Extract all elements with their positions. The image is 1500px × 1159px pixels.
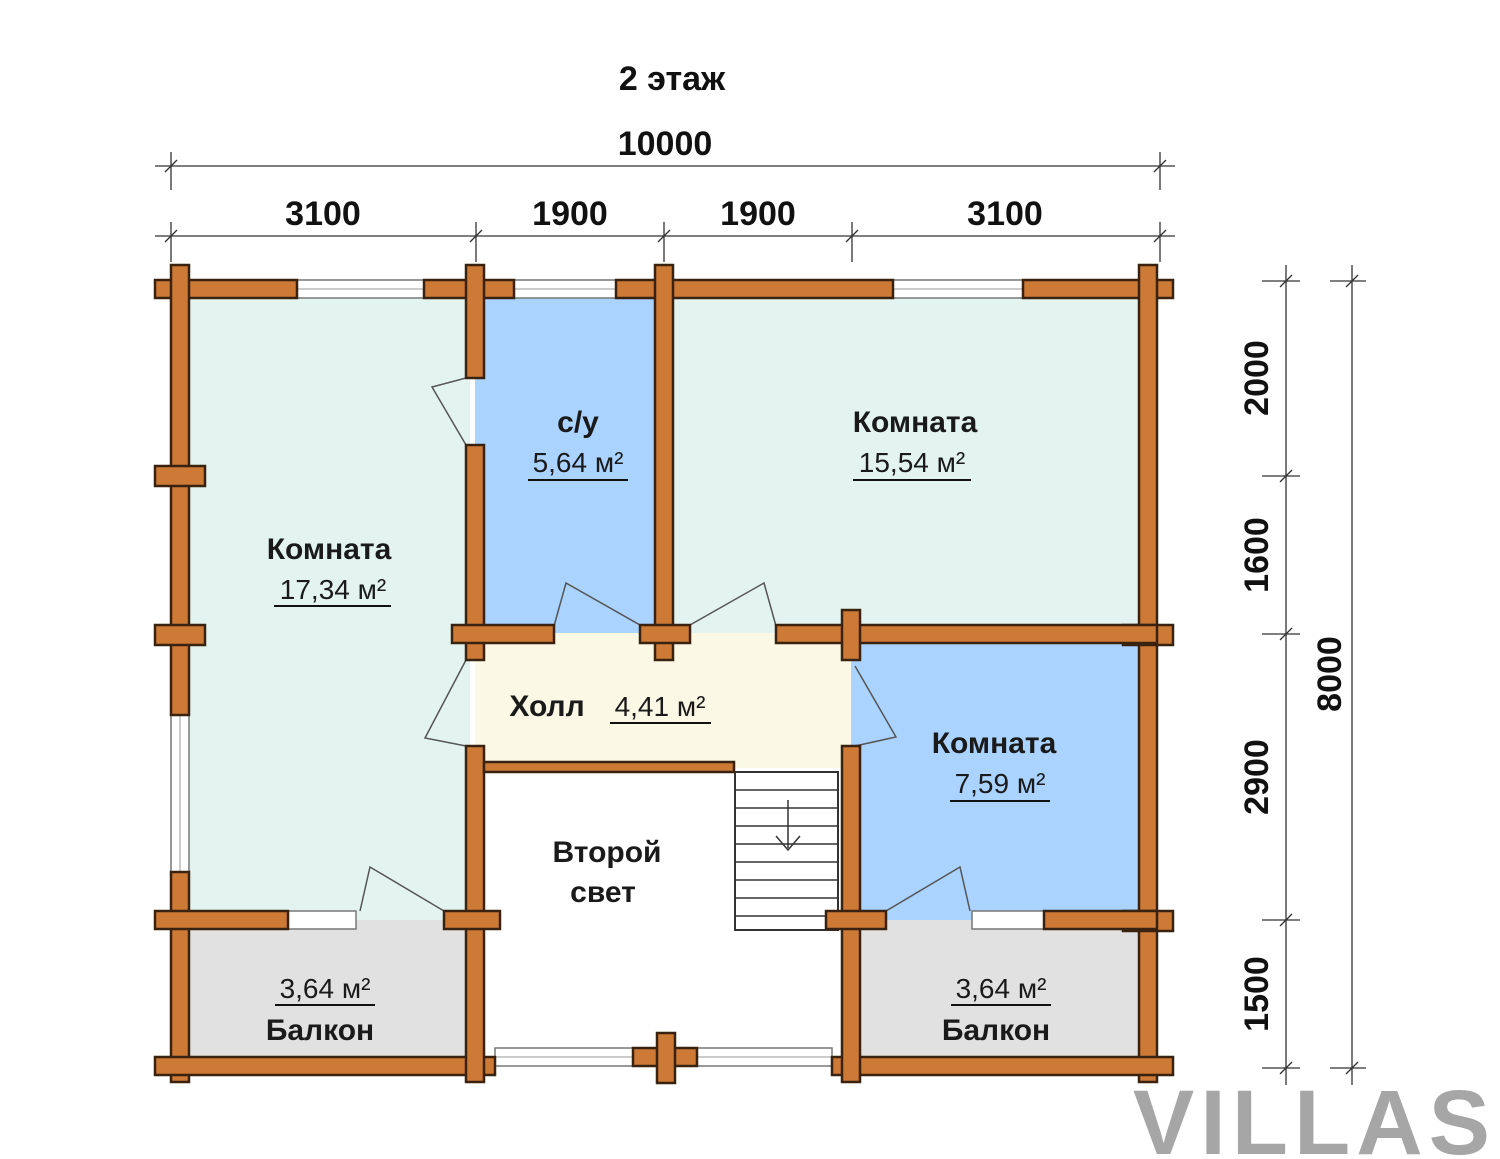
dim-top-2: 1900 [532,195,608,233]
small-room-area: 7,59 м² [955,768,1046,799]
left-room-area: 17,34 м² [280,574,386,605]
dimension-lines-vertical [1262,265,1366,1085]
dim-top-4: 3100 [967,195,1043,233]
room-right-fill [668,290,1148,635]
room-small-fill [851,640,1148,920]
balcony-left-area: 3,64 м² [280,973,371,1004]
staircase [734,771,839,931]
dim-top-1: 3100 [285,195,361,233]
small-room-name: Комната [932,727,1057,760]
villas-watermark-logo: VILLAS [1133,1072,1496,1159]
second-light-line1: Второй [553,836,662,869]
balcony-left-name: Балкон [266,1014,374,1047]
balcony-right-fill [851,920,1148,1065]
bathroom-area: 5,64 м² [533,447,624,478]
right-room-area: 15,54 м² [859,447,965,478]
log-walls [153,263,1175,1085]
balcony-right-area: 3,64 м² [956,973,1047,1004]
bathroom-name: с/у [557,406,599,439]
balcony-left-fill [180,920,470,1065]
right-room-name: Комната [853,406,978,439]
windows [170,279,1045,1067]
floor-title: 2 этаж [619,60,726,98]
hall-name: Холл [509,690,584,723]
dim-right-4: 1500 [1238,956,1276,1032]
dim-right-1: 2000 [1238,340,1276,416]
left-room-name: Комната [267,533,392,566]
dim-total-width: 10000 [618,125,713,163]
bathroom-fill [475,290,660,635]
second-light-line2: свет [570,876,636,909]
balcony-right-name: Балкон [942,1014,1050,1047]
dim-total-height: 8000 [1311,636,1349,712]
dimension-lines-horizontal [155,152,1175,262]
stairs-down-arrow-icon [775,835,801,852]
hall-area: 4,41 м² [615,691,706,722]
doors [359,377,971,912]
dim-right-3: 2900 [1238,739,1276,815]
dim-top-3: 1900 [720,195,796,233]
dim-right-2: 1600 [1238,517,1276,593]
